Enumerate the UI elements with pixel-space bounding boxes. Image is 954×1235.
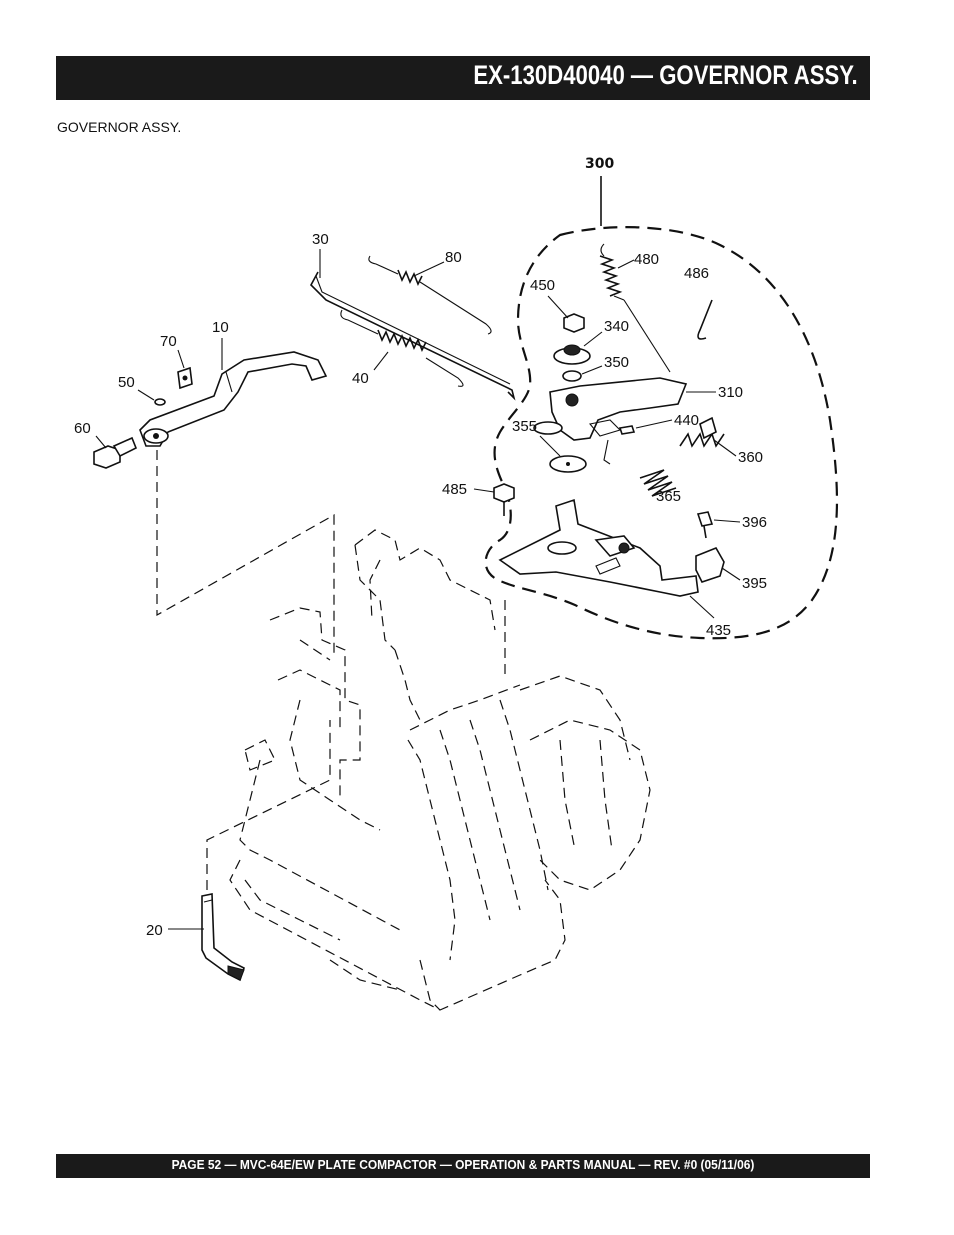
nut-70 <box>177 366 193 390</box>
washer-350 <box>562 370 582 382</box>
nut-450 <box>563 313 585 333</box>
leader-485 <box>473 488 495 493</box>
governor-spring-80 <box>368 255 492 335</box>
governor-arm-20 <box>201 893 245 982</box>
callout-80: 80 <box>445 249 462 266</box>
washer-50 <box>154 398 166 406</box>
leader-355 <box>539 435 561 457</box>
governor-lever-10 <box>139 351 328 447</box>
leader-40 <box>373 351 389 371</box>
leader-70 <box>177 349 185 369</box>
leader-80 <box>413 261 445 277</box>
governor-plate-435 <box>498 498 699 597</box>
spring-365 <box>639 469 677 497</box>
part-20-alignment-line <box>206 720 331 890</box>
bolt-396 <box>696 511 714 539</box>
leader-450 <box>547 295 569 319</box>
callout-50: 50 <box>118 374 135 391</box>
adjusting-screw-360 <box>679 416 725 448</box>
engine-outline <box>229 529 651 1011</box>
callout-70: 70 <box>160 333 177 350</box>
leader-440 <box>635 419 673 429</box>
leader-60 <box>95 435 107 449</box>
callout-365: 365 <box>656 488 681 505</box>
control-lever-310 <box>533 377 688 465</box>
page-footer-bar: PAGE 52 — MVC-64E/EW PLATE COMPACTOR — O… <box>56 1154 870 1178</box>
callout-435: 435 <box>706 622 731 639</box>
bolt-485 <box>493 483 515 516</box>
callout-486: 486 <box>684 265 709 282</box>
page-title: EX-130D40040 — GOVERNOR ASSY. <box>473 60 858 90</box>
callout-350: 350 <box>604 354 629 371</box>
leader-350 <box>581 365 603 375</box>
callout-310: 310 <box>718 384 743 401</box>
washer-355-hole <box>566 462 570 466</box>
callout-360: 360 <box>738 449 763 466</box>
leader-396 <box>713 519 741 523</box>
leader-395 <box>721 567 741 581</box>
governor-rod-30 <box>310 271 516 401</box>
leader-340 <box>583 331 603 347</box>
leader-50 <box>137 389 155 401</box>
callout-60: 60 <box>74 420 91 437</box>
callout-355: 355 <box>512 418 537 435</box>
callout-20: 20 <box>146 922 163 939</box>
clip-486 <box>697 299 713 340</box>
page-footer: PAGE 52 — MVC-64E/EW PLATE COMPACTOR — O… <box>171 1157 755 1172</box>
callout-450: 450 <box>530 277 555 294</box>
callout-340: 340 <box>604 318 629 335</box>
clamp-395 <box>695 546 725 583</box>
governor-spring-40 <box>340 309 464 387</box>
callout-40: 40 <box>352 370 369 387</box>
section-subtitle: GOVERNOR ASSY. <box>57 119 182 135</box>
screw-440 <box>618 425 636 435</box>
callout-396: 396 <box>742 514 767 531</box>
leader-435 <box>689 595 715 619</box>
page-title-bar: EX-130D40040 — GOVERNOR ASSY. <box>56 56 870 100</box>
leader-360 <box>713 439 737 457</box>
callout-480: 480 <box>634 251 659 268</box>
lever-alignment-line <box>156 450 335 655</box>
callout-440: 440 <box>674 412 699 429</box>
spring-480-link <box>623 299 671 373</box>
bolt-60 <box>93 436 138 469</box>
leader-480 <box>617 259 635 269</box>
spring-480 <box>599 243 625 301</box>
assembly-300-boundary <box>484 226 839 640</box>
collar-340 <box>553 344 591 365</box>
callout-485: 485 <box>442 481 467 498</box>
callout-300: 300 <box>585 156 614 172</box>
callout-10: 10 <box>212 319 229 336</box>
callout-30: 30 <box>312 231 329 248</box>
callout-395: 395 <box>742 575 767 592</box>
